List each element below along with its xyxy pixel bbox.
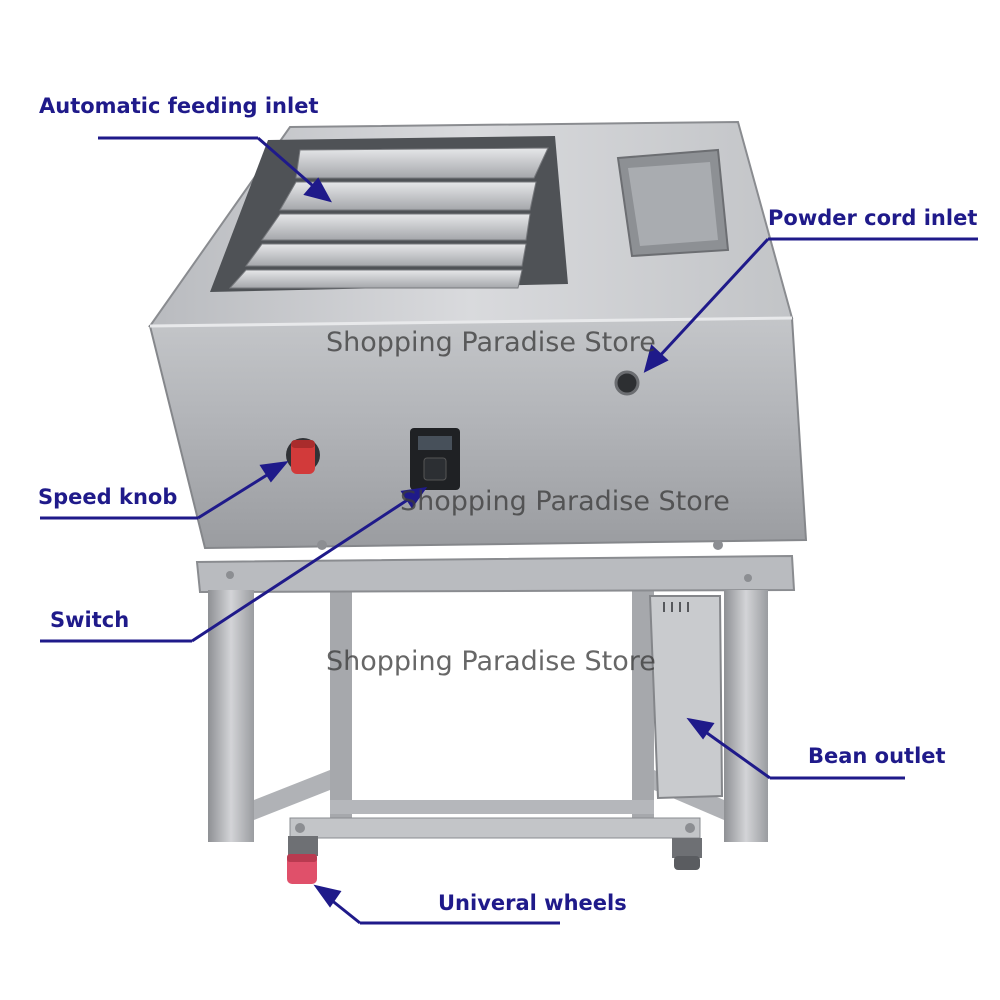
table-rail: [195, 554, 796, 594]
wheel-rear-right: [672, 838, 702, 870]
front-leg-right: [724, 590, 768, 842]
bottom-rail: [289, 817, 701, 839]
wheel-icon: [287, 836, 318, 884]
arrow-icon: [40, 136, 978, 925]
label-wheels: Univeral wheels: [438, 891, 627, 915]
watermark-1: Shopping Paradise Store: [326, 327, 656, 358]
label-powder-inlet: Powder cord inlet: [768, 206, 978, 230]
powder-inlet-hole: [614, 370, 640, 396]
label-bean-outlet: Bean outlet: [808, 744, 946, 768]
label-feeding-inlet: Automatic feeding inlet: [39, 94, 319, 118]
watermark-2: Shopping Paradise Store: [400, 486, 730, 517]
watermark-3: Shopping Paradise Store: [326, 646, 656, 677]
switch-icon: [410, 428, 460, 490]
label-switch: Switch: [50, 608, 130, 632]
feeding-trays: [228, 147, 549, 289]
knob-icon: [286, 438, 320, 474]
front-leg-left: [208, 590, 254, 842]
frame-back: [330, 585, 654, 820]
label-speed-knob: Speed knob: [38, 485, 178, 509]
bean-outlet-chute: [648, 595, 724, 800]
